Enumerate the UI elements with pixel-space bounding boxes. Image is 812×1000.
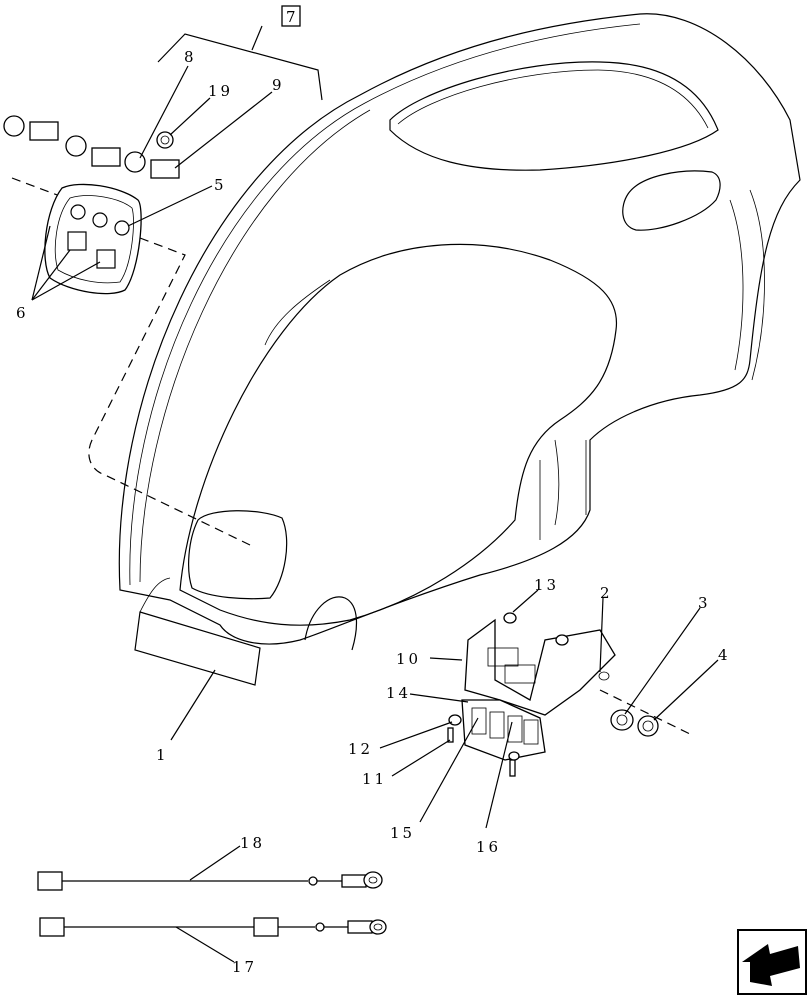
callouts: 7 8 19 9 5 6 1 13 2 3 4 10 14 12 11 15 1… [16, 5, 731, 976]
arrow-left-icon[interactable] [737, 929, 807, 995]
callout-7: 7 [286, 8, 299, 26]
relay-block [461, 699, 546, 761]
leader-lines [31, 25, 719, 963]
callout-3: 3 [698, 594, 711, 612]
callout-10: 10 [396, 650, 421, 668]
callout-6: 6 [16, 304, 29, 322]
callout-16: 16 [476, 838, 501, 856]
callout-5: 5 [214, 176, 227, 194]
callout-15: 15 [390, 824, 415, 842]
plug-set [3, 115, 180, 179]
callout-9: 9 [272, 76, 285, 94]
cable-17 [39, 917, 387, 937]
switch-panel [44, 183, 142, 295]
callout-14: 14 [386, 684, 411, 702]
callout-12: 12 [348, 740, 373, 758]
assembly-dash-line [11, 177, 251, 546]
callout-19: 19 [208, 82, 233, 100]
bolt-axis-line [599, 689, 691, 735]
callout-4: 4 [718, 646, 731, 664]
callout-2: 2 [600, 584, 613, 602]
callout-11: 11 [362, 770, 387, 788]
fasteners [447, 612, 659, 777]
callout-13: 13 [534, 576, 559, 594]
callout-7-box [281, 5, 301, 27]
mounting-bracket [464, 618, 616, 716]
callout-8: 8 [184, 48, 197, 66]
callout-17: 17 [232, 958, 257, 976]
callout-1: 1 [156, 746, 169, 764]
callout-18: 18 [240, 834, 265, 852]
fender-panel [118, 13, 801, 686]
cable-18 [37, 871, 383, 891]
